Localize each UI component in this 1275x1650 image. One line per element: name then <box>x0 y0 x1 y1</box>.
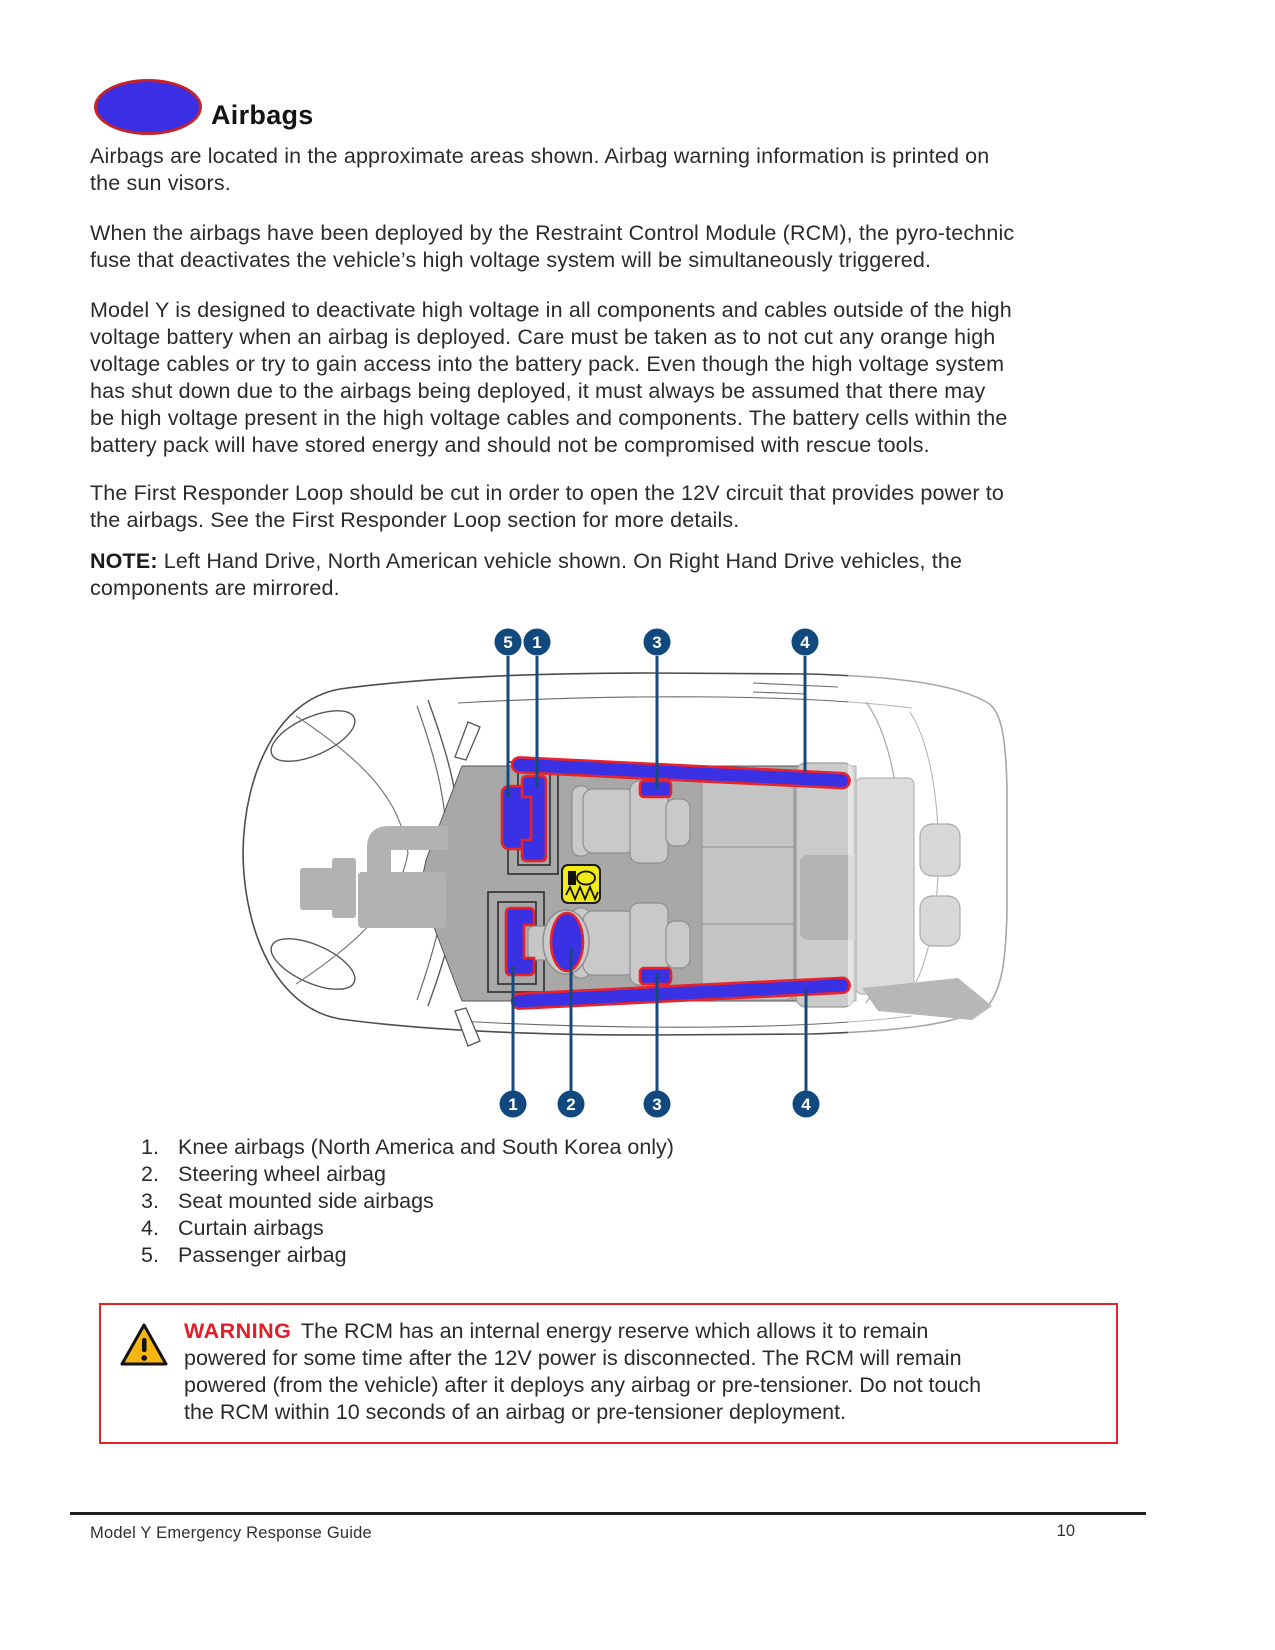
list-item-number: 4. <box>141 1215 159 1240</box>
steering-wheel-airbag <box>549 911 585 973</box>
list-item-number: 1. <box>141 1135 159 1159</box>
list-item: 3. Seat mounted side airbags <box>141 1188 674 1215</box>
side-mirror-top <box>454 721 481 761</box>
paragraph-intro: Airbags are located in the approximate a… <box>90 144 990 195</box>
list-item-number: 5. <box>141 1242 159 1267</box>
svg-text:1: 1 <box>532 633 541 652</box>
airbag-ellipse-icon <box>94 79 202 135</box>
footer-divider <box>70 1512 1146 1515</box>
callout-circles: 5 1 3 4 1 2 3 4 <box>494 628 820 1118</box>
warning-body: The RCM has an internal energy reserve w… <box>184 1319 982 1424</box>
list-item-label: Seat mounted side airbags <box>178 1188 434 1213</box>
note-label: NOTE: <box>90 549 158 573</box>
airbags <box>500 756 851 1010</box>
footer-document-title: Model Y Emergency Response Guide <box>90 1524 372 1542</box>
warning-label: WARNING <box>184 1319 292 1343</box>
list-item-number: 3. <box>141 1188 159 1213</box>
airbag-location-diagram: 5 1 3 4 1 2 3 4 <box>242 628 1010 1118</box>
note-text: Left Hand Drive, North American vehicle … <box>90 549 963 600</box>
knee-airbag-passenger <box>520 774 548 863</box>
list-item-number: 2. <box>141 1161 159 1186</box>
paragraph-first-responder-loop: The First Responder Loop should be cut i… <box>90 481 1005 532</box>
list-item-label: Passenger airbag <box>178 1242 347 1267</box>
list-item: 2. Steering wheel airbag <box>141 1161 674 1188</box>
svg-text:5: 5 <box>503 633 512 652</box>
list-item: 5. Passenger airbag <box>141 1242 674 1269</box>
callout-bottom-4: 4 <box>792 1090 820 1118</box>
curtain-airbag-top <box>510 756 851 790</box>
warning-box: WARNING The RCM has an internal energy r… <box>99 1303 1118 1444</box>
svg-text:2: 2 <box>566 1095 575 1114</box>
callout-bottom-3: 3 <box>643 1090 671 1118</box>
svg-text:1: 1 <box>508 1095 517 1114</box>
headlight-left-bottom <box>270 938 356 990</box>
callout-leader-lines <box>506 656 808 1091</box>
headlight-left-top <box>270 710 356 762</box>
callout-top-4: 4 <box>791 628 819 656</box>
hvac-component <box>300 826 448 928</box>
list-item: 1. Knee airbags (North America and South… <box>141 1134 674 1161</box>
list-item: 4. Curtain airbags <box>141 1215 674 1242</box>
svg-text:4: 4 <box>800 633 810 652</box>
list-item-label: Curtain airbags <box>178 1215 324 1240</box>
warning-text: WARNING The RCM has an internal energy r… <box>184 1318 981 1426</box>
svg-text:3: 3 <box>652 633 661 652</box>
callout-top-5: 5 <box>494 628 522 656</box>
warning-triangle-icon <box>119 1318 169 1426</box>
paragraph-note: NOTE: Left Hand Drive, North American ve… <box>90 548 1138 602</box>
airbag-legend-list: 1. Knee airbags (North America and South… <box>141 1134 674 1269</box>
pyro-fuse-icon <box>561 864 601 904</box>
footer-page-number: 10 <box>1056 1522 1075 1540</box>
callout-bottom-1: 1 <box>499 1090 527 1118</box>
callout-bottom-2: 2 <box>557 1090 585 1118</box>
svg-text:3: 3 <box>652 1095 661 1114</box>
list-item-label: Steering wheel airbag <box>178 1161 386 1186</box>
callout-top-1: 1 <box>523 628 551 656</box>
paragraph-high-voltage: Model Y is designed to deactivate high v… <box>90 298 1012 457</box>
callout-top-3: 3 <box>643 628 671 656</box>
rear-bench-seat <box>701 762 872 1008</box>
svg-text:4: 4 <box>801 1095 811 1114</box>
roof-seam-lines <box>752 682 839 695</box>
front-passenger-seat <box>571 780 691 864</box>
trunk-area <box>855 777 992 1020</box>
knee-airbag-driver <box>504 906 536 977</box>
side-mirror-bottom <box>454 1007 481 1047</box>
paragraph-rcm-deploy: When the airbags have been deployed by t… <box>90 221 1015 272</box>
page-title: Airbags <box>211 100 314 130</box>
list-item-label: Knee airbags (North America and South Ko… <box>178 1135 674 1159</box>
